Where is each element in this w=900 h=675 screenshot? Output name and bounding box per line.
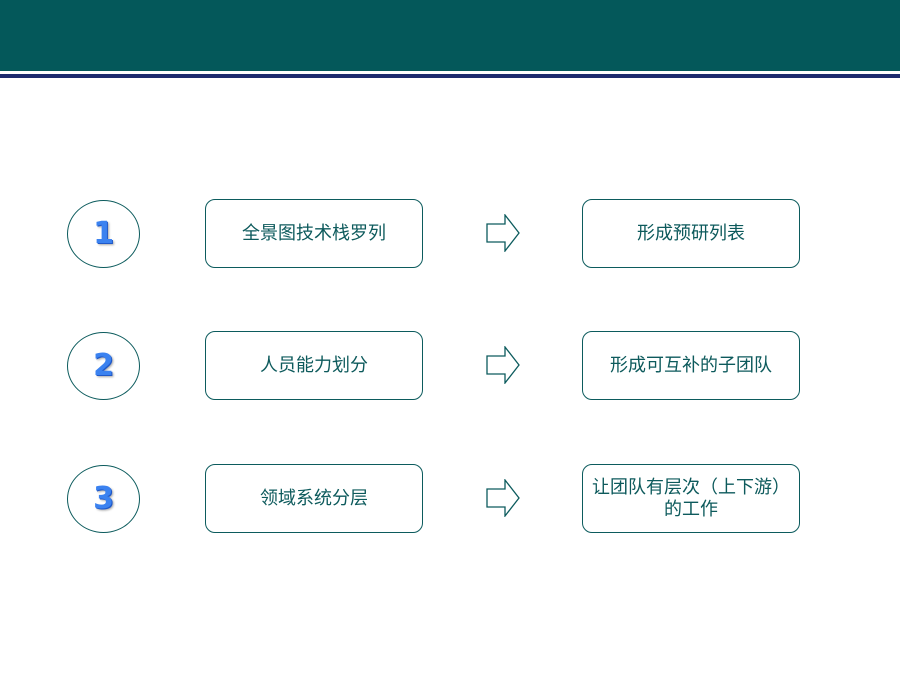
header-divider-navy (0, 74, 900, 78)
header-band (0, 0, 900, 71)
header-divider-white (0, 71, 900, 74)
step-2-result-box: 形成可互补的子团队 (582, 331, 800, 400)
right-arrow-icon (486, 346, 520, 384)
step-2-source-label: 人员能力划分 (260, 354, 368, 376)
step-1-source-box: 全景图技术栈罗列 (205, 199, 423, 268)
step-3-source-box: 领域系统分层 (205, 464, 423, 533)
step-3-result-label: 让团队有层次（上下游）的工作 (592, 476, 790, 520)
step-1-result-box: 形成预研列表 (582, 199, 800, 268)
step-1-circle: 1 (67, 200, 140, 268)
right-arrow-icon (486, 214, 520, 252)
right-arrow-icon (486, 479, 520, 517)
step-3-number: 3 (93, 481, 114, 516)
step-1-source-label: 全景图技术栈罗列 (242, 222, 386, 244)
step-2-source-box: 人员能力划分 (205, 331, 423, 400)
step-2-circle: 2 (67, 332, 140, 400)
step-1-result-label: 形成预研列表 (637, 222, 745, 244)
step-3-result-box: 让团队有层次（上下游）的工作 (582, 464, 800, 533)
step-1-number: 1 (93, 216, 114, 251)
step-3-circle: 3 (67, 465, 140, 533)
step-2-number: 2 (93, 348, 114, 383)
step-2-result-label: 形成可互补的子团队 (610, 354, 772, 376)
step-3-source-label: 领域系统分层 (260, 487, 368, 509)
